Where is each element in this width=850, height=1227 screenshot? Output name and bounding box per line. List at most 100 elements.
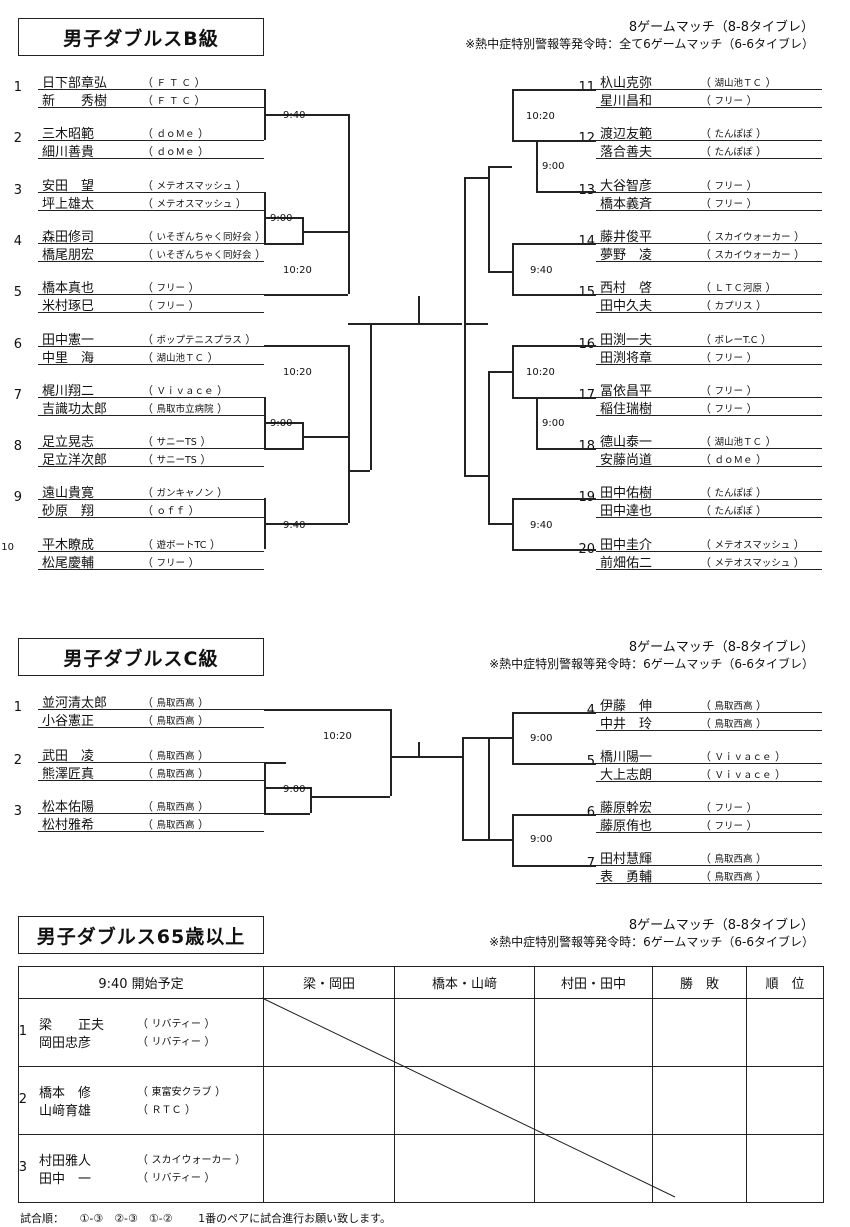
- paren-close: ）: [194, 714, 210, 727]
- paren-close: ）: [200, 1016, 216, 1030]
- player-name: 梶川翔二: [42, 384, 95, 399]
- player-name: 田中佑樹: [600, 486, 653, 501]
- bracket-line: [536, 397, 538, 448]
- club-name: 鳥取西高: [714, 719, 753, 730]
- match-time: 9:40: [530, 520, 553, 531]
- bracket-line: [512, 294, 596, 296]
- player-name-row: 小谷憲正（ 鳥取西高 ）: [38, 709, 264, 729]
- player-name: 松本佑陽: [42, 800, 95, 815]
- player-name: 細川善貴: [42, 145, 95, 160]
- player-club: （ いそぎんちゃく同好会 ）: [142, 228, 266, 244]
- player-club: （ 鳥取西高 ）: [142, 747, 209, 763]
- player-name-row: 杁山克弥（ 湖山池ＴＣ ）: [596, 71, 822, 91]
- paren-open: （: [142, 504, 157, 517]
- bracket-line: [512, 498, 514, 549]
- paren-open: （: [137, 1170, 152, 1184]
- player-club: （ Ｖｉｖａｃｅ ）: [700, 748, 786, 764]
- paren-open: （: [137, 1152, 152, 1166]
- paren-open: （: [142, 197, 157, 210]
- player-name-row: 田渕一夫（ ボレーT.C ）: [596, 328, 822, 348]
- section-b-match-rules: 8ゲームマッチ（8-8タイブレ） ※熱中症特別警報等発令時：全て6ゲームマッチ（…: [465, 20, 814, 52]
- player-name: 足立晃志: [42, 435, 95, 450]
- paren-open: （: [700, 717, 715, 730]
- section-b-heat-rule: ※熱中症特別警報等発令時：全て6ゲームマッチ（6-6タイブレ）: [465, 37, 814, 51]
- player-name: 田中久夫: [600, 299, 653, 314]
- club-name: サニーTS: [156, 455, 197, 466]
- club-name: 鳥取西高: [714, 854, 753, 865]
- player-club: （ 鳥取西高 ）: [142, 765, 209, 781]
- paren-open: （: [700, 351, 715, 364]
- player-club: （ 鳥取西高 ）: [142, 816, 209, 832]
- header-win-loss: 勝 敗: [652, 966, 747, 999]
- paren-close: ）: [743, 351, 758, 364]
- paren-close: ）: [762, 76, 777, 89]
- paren-close: ）: [752, 299, 768, 312]
- paren-open: （: [700, 750, 715, 763]
- bracket-line: [488, 271, 512, 273]
- paren-close: ）: [752, 486, 768, 499]
- player-name-row: 森田修司（ いそぎんちゃく同好会 ）: [38, 225, 266, 245]
- paren-open: （: [142, 351, 157, 364]
- section-c-match-rules: 8ゲームマッチ（8-8タイブレ） ※熱中症特別警報等発令時：6ゲームマッチ（6-…: [489, 640, 814, 672]
- paren-close: ）: [743, 402, 758, 415]
- paren-close: ）: [185, 299, 200, 312]
- bracket-line: [488, 839, 512, 841]
- paren-open: （: [700, 435, 715, 448]
- player-name: 杁山克弥: [600, 76, 653, 91]
- player-club: （ 鳥取西高 ）: [700, 868, 767, 884]
- player-name-row: 中井 玲（ 鳥取西高 ）: [596, 712, 822, 732]
- player-name: 田中憲一: [42, 333, 95, 348]
- bracket-line: [488, 523, 512, 525]
- bracket-line: [536, 191, 596, 193]
- paren-open: （: [137, 1034, 152, 1048]
- paren-close: ）: [752, 699, 768, 712]
- section-b-title: 男子ダブルスB級: [18, 18, 264, 56]
- player-name-row: 落合善夫（ たんぽぽ ）: [596, 140, 822, 160]
- bracket-line: [264, 813, 310, 815]
- row-2-rank: [746, 1066, 824, 1135]
- player-name: 橋川陽一: [600, 750, 653, 765]
- paren-close: ）: [194, 818, 210, 831]
- section-65-match-rules: 8ゲームマッチ（8-8タイブレ） ※熱中症特別警報等発令時：6ゲームマッチ（6-…: [489, 918, 814, 950]
- paren-open: （: [142, 179, 157, 192]
- bracket-line: [348, 345, 350, 470]
- club-name: フリー: [714, 404, 744, 415]
- header-team-3: 村田・田中: [534, 966, 653, 999]
- paren-open: （: [700, 299, 715, 312]
- match-order-note: 1番のペアに試合進行お願い致します。: [198, 1212, 391, 1225]
- player-name-row: 安田 望（ メテオスマッシュ ）: [38, 174, 264, 194]
- bracket-line: [462, 737, 464, 839]
- player-name: 大上志朗: [600, 768, 653, 783]
- club-name: ボレーT.C: [714, 335, 758, 346]
- bracket-line: [488, 371, 490, 523]
- player-name: 村田雅人: [39, 1153, 92, 1169]
- paren-open: （: [142, 230, 157, 243]
- bracket-line: [302, 231, 348, 233]
- header-team-1: 梁・岡田: [263, 966, 395, 999]
- seed-number: 1: [13, 80, 22, 95]
- match-time: 10:20: [526, 111, 555, 122]
- club-name: スカイウォーカー: [714, 250, 791, 261]
- paren-open: （: [700, 248, 715, 261]
- player-name: 松村雅希: [42, 818, 95, 833]
- row-3-cell-3: [534, 1134, 653, 1203]
- bracket-line: [462, 737, 488, 739]
- player-club: （ 湖山池ＴＣ ）: [142, 349, 219, 365]
- header-rank: 順 位: [746, 966, 824, 999]
- club-name: フリー: [156, 301, 186, 312]
- bracket-line: [512, 712, 514, 763]
- club-name: メテオスマッシュ: [156, 199, 233, 210]
- player-name: 星川昌和: [600, 94, 653, 109]
- paren-close: ）: [251, 248, 267, 261]
- club-name: ｄｏＭｅ: [714, 455, 753, 466]
- player-club: （ たんぽぽ ）: [700, 143, 767, 159]
- player-name: 平木瞭成: [42, 538, 95, 553]
- player-club: （ フリー ）: [142, 279, 200, 295]
- match-time: 9:00: [542, 418, 565, 429]
- club-name: 鳥取西高: [156, 769, 195, 780]
- player-name-row: 松尾慶輔（ フリー ）: [38, 551, 264, 571]
- player-name-row: 日下部章弘（ Ｆ Ｔ Ｃ ）: [38, 71, 264, 91]
- player-name: 山﨑育雄: [39, 1103, 92, 1119]
- club-name: 鳥取市立病院: [156, 404, 214, 415]
